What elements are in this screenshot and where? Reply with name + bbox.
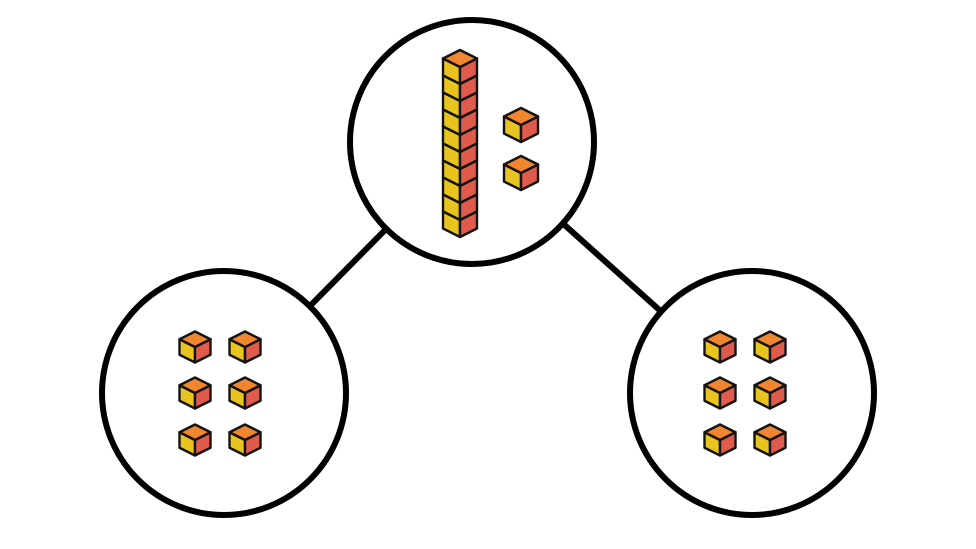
cube-top-face bbox=[753, 423, 787, 442]
cube-top-face bbox=[228, 376, 262, 395]
part-left-circle bbox=[99, 268, 349, 518]
whole-blocks bbox=[441, 48, 540, 239]
unit-cube bbox=[228, 376, 262, 410]
cube-top-face bbox=[178, 330, 212, 349]
unit-cube bbox=[703, 376, 737, 410]
part-right-circle bbox=[627, 268, 877, 518]
unit-cube bbox=[178, 423, 212, 457]
unit-cube bbox=[502, 154, 540, 192]
cube-top-face bbox=[178, 376, 212, 395]
unit-cube bbox=[502, 106, 540, 144]
unit-cube bbox=[703, 330, 737, 364]
part-left-blocks bbox=[178, 330, 262, 457]
unit-cube bbox=[753, 423, 787, 457]
unit-cube bbox=[228, 423, 262, 457]
unit-cube bbox=[703, 423, 737, 457]
cube-top-face bbox=[228, 423, 262, 442]
rod-cube-right-face bbox=[458, 210, 479, 239]
rod-top-face bbox=[441, 48, 479, 69]
ten-rod bbox=[441, 48, 479, 239]
unit-cube bbox=[753, 376, 787, 410]
cube-top-face bbox=[502, 154, 540, 175]
cube-top-face bbox=[703, 423, 737, 442]
unit-cube bbox=[178, 330, 212, 364]
cube-top-face bbox=[178, 423, 212, 442]
cube-top-face bbox=[753, 376, 787, 395]
cube-top-face bbox=[703, 376, 737, 395]
cube-top-face bbox=[753, 330, 787, 349]
part-right-blocks bbox=[703, 330, 787, 457]
unit-cube bbox=[753, 330, 787, 364]
unit-cube bbox=[178, 376, 212, 410]
unit-cube bbox=[228, 330, 262, 364]
cube-top-face bbox=[228, 330, 262, 349]
cube-top-face bbox=[703, 330, 737, 349]
cube-top-face bbox=[502, 106, 540, 127]
